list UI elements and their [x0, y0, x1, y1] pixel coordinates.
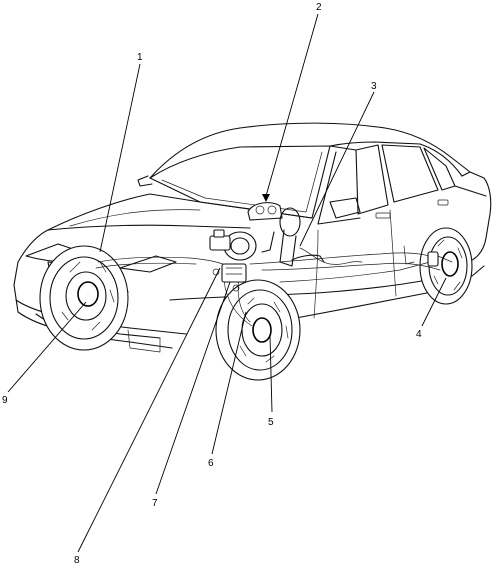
- rear-brake-assembly: [427, 251, 453, 267]
- callout-4: 4: [416, 329, 422, 340]
- rear-right-wheel: [419, 227, 473, 305]
- callout-2: 2: [316, 2, 322, 13]
- leader-2: [265, 13, 319, 197]
- front-right-wheel: [215, 279, 301, 381]
- callout-5: 5: [268, 417, 274, 428]
- leader-5: [269, 335, 273, 413]
- callout-leaders: [7, 13, 447, 553]
- callout-7: 7: [152, 498, 158, 509]
- leader-7: [155, 281, 231, 495]
- front-left-wheel: [39, 245, 129, 351]
- leader-2-arrowhead: [262, 194, 270, 202]
- callout-labels: 1 2 3 4 5 6 7 8 9: [2, 2, 422, 565]
- callout-8: 8: [74, 555, 80, 565]
- callout-1: 1: [137, 52, 143, 63]
- leader-1: [99, 63, 141, 253]
- steering-column-area: [247, 202, 325, 267]
- callout-9: 9: [2, 395, 8, 406]
- callout-6: 6: [208, 458, 214, 469]
- leader-4: [421, 277, 447, 327]
- leader-9: [7, 301, 87, 393]
- leader-6: [211, 311, 247, 455]
- leader-8: [77, 267, 221, 553]
- leader-3: [299, 91, 375, 247]
- callout-3: 3: [371, 81, 377, 92]
- master-cylinder-assembly: [209, 229, 257, 292]
